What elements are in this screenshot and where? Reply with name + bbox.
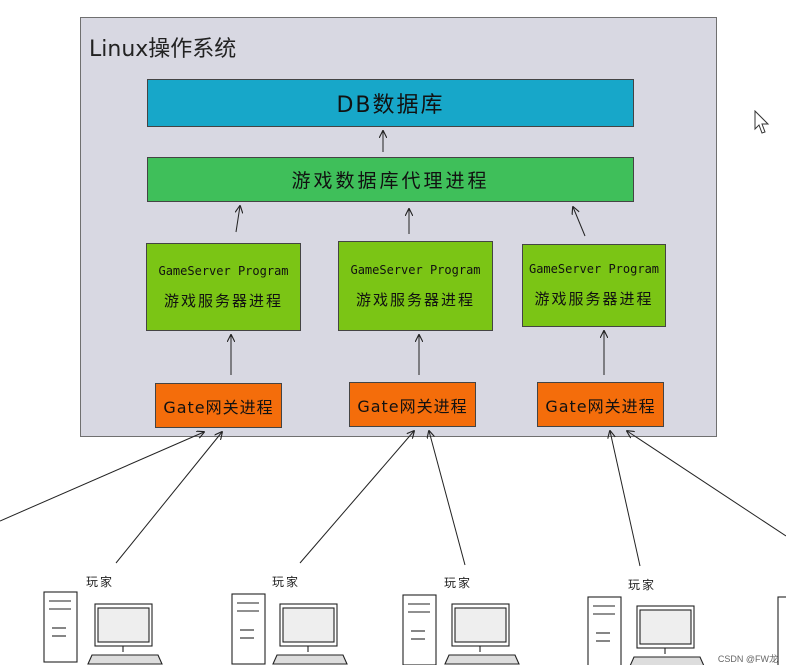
game-server-cn-label: 游戏服务器进程 (534, 290, 654, 308)
player-label: 玩家 (444, 576, 473, 590)
game-server-box-3: GameServer Program 游戏服务器进程 (522, 244, 666, 327)
player-label: 玩家 (272, 575, 301, 589)
computer-icon (231, 593, 348, 665)
game-server-cn-label: 游戏服务器进程 (163, 291, 283, 310)
game-server-box-2: GameServer Program 游戏服务器进程 (338, 241, 493, 331)
os-title: Linux操作系统 (89, 37, 237, 62)
game-server-box-1: GameServer Program 游戏服务器进程 (146, 243, 301, 331)
arrow-player4-to-gate3 (610, 431, 641, 567)
gate-label: Gate网关进程 (357, 396, 468, 416)
gate-box-1: Gate网关进程 (155, 383, 282, 428)
arrow-player1-to-gate1 (115, 432, 222, 564)
db-proxy-label: 游戏数据库代理进程 (291, 170, 490, 192)
player-label: 玩家 (86, 575, 115, 589)
arrow-offscreen-right-to-gate3 (627, 431, 786, 537)
game-server-eng-label: GameServer Program (528, 262, 660, 276)
mouse-cursor-icon (754, 110, 770, 134)
game-server-cn-label: 游戏服务器进程 (355, 290, 475, 309)
gate-box-2: Gate网关进程 (349, 382, 476, 427)
watermark: CSDN @FW龙 (717, 654, 778, 664)
arrow-offscreen-left-to-gate1 (0, 432, 204, 522)
arrow-player2-to-gate2 (299, 431, 414, 564)
player-label: 玩家 (628, 578, 657, 592)
db-label: DB数据库 (336, 93, 445, 118)
gate-box-3: Gate网关进程 (537, 382, 664, 427)
db-proxy-box: 游戏数据库代理进程 (147, 157, 634, 202)
db-box: DB数据库 (147, 79, 634, 127)
computer-icon (587, 596, 705, 665)
arrow-player3-to-gate2 (429, 431, 466, 566)
computer-icon-partial (777, 596, 786, 665)
game-server-eng-label: GameServer Program (158, 263, 289, 278)
computer-icon (43, 591, 163, 665)
computer-icon (402, 594, 520, 665)
gate-label: Gate网关进程 (163, 397, 274, 417)
game-server-eng-label: GameServer Program (350, 262, 481, 277)
gate-label: Gate网关进程 (545, 396, 656, 416)
